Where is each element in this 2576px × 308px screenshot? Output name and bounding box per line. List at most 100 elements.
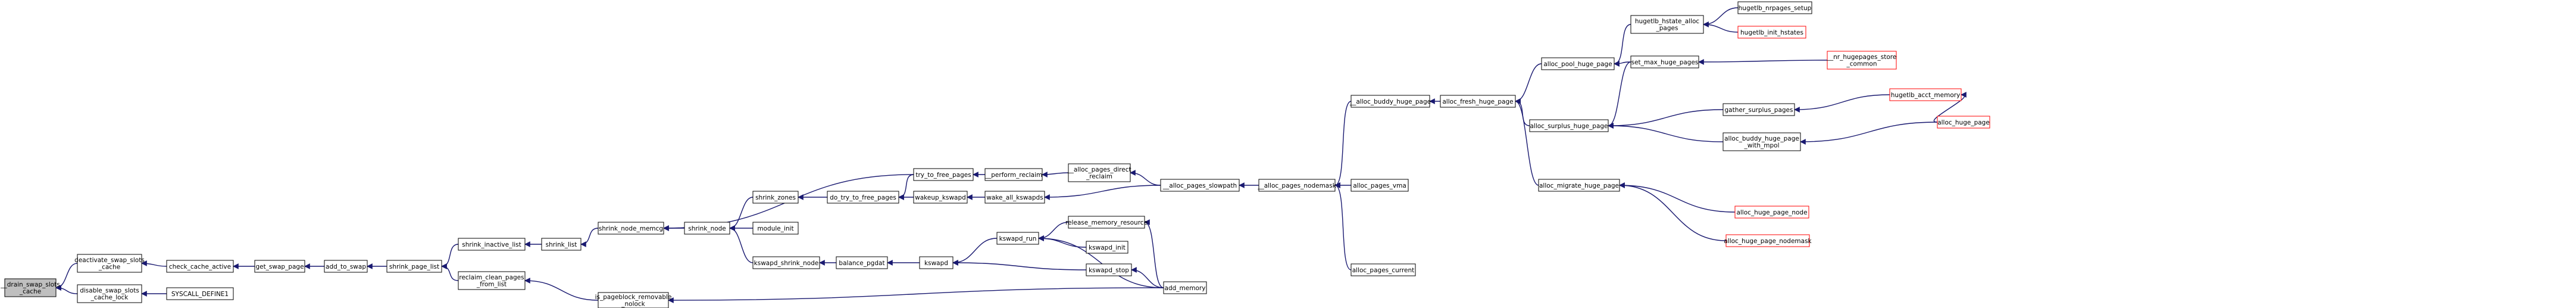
node-alloc_pages_direct_reclaim[interactable]: __alloc_pages_direct_reclaim [1067,163,1131,182]
node-alloc_migrate_huge_page[interactable]: alloc_migrate_huge_page [1538,179,1620,192]
node-get_swap_page[interactable]: get_swap_page [254,260,305,273]
node-alloc_fresh_huge_page[interactable]: alloc_fresh_huge_page [1440,95,1516,108]
node-shrink_node[interactable]: shrink_node [684,222,730,235]
node-alloc_buddy_huge_page_with_mpol[interactable]: alloc_buddy_huge_page_with_mpol [1722,132,1801,151]
node-box [1163,281,1207,294]
node-box [913,191,968,204]
node-box [254,260,305,273]
node-label: _common [1846,61,1877,68]
node-label: reclaim_clean_pages [459,274,524,281]
node-label: shrink_node_memcg [599,225,663,232]
edge-alloc_migrate_huge_page-to-alloc_fresh_huge_page [1515,98,1539,186]
node-drain_swap_slots_cache[interactable]: __drain_swap_slots_cache [0,278,60,297]
node-kswapd_init[interactable]: kswapd_init [1086,241,1128,254]
node-label: disable_swap_slots [80,287,139,294]
node-label: kswapd_shrink_node [754,260,819,267]
node-box [1538,179,1620,192]
node-add_to_swap[interactable]: add_to_swap [324,260,368,273]
node-add_memory[interactable]: add_memory [1163,281,1207,294]
node-hugetlb_nrpages_setup[interactable]: hugetlb_nrpages_setup [1737,1,1812,14]
edge-hugetlb_nrpages_setup-to-hugetlb_hstate_alloc_pages [1703,7,1739,27]
node-check_cache_active[interactable]: check_cache_active [166,260,234,273]
node-label: hugetlb_nrpages_setup [1739,5,1812,12]
node-shrink_list[interactable]: shrink_list [541,238,582,251]
node-balance_pgdat[interactable]: balance_pgdat [836,256,888,269]
node-label: _with_mpol [1743,142,1779,150]
node-alloc_surplus_huge_page[interactable]: alloc_surplus_huge_page [1529,119,1609,132]
node-syscall_define1[interactable]: SYSCALL_DEFINE1 [166,287,234,300]
node-label: shrink_page_list [389,263,439,270]
node-shrink_inactive_list[interactable]: shrink_inactive_list [458,238,526,251]
node-label: hugetlb_hstate_alloc [1635,18,1700,25]
node-kswapd_stop[interactable]: kswapd_stop [1086,263,1132,276]
node-alloc_buddy_huge_page[interactable]: __alloc_buddy_huge_page [1349,95,1431,108]
node-deactivate_swap_slots_cache[interactable]: deactivate_swap_slots_cache [74,254,145,273]
node-do_try_to_free_pages[interactable]: do_try_to_free_pages [827,191,899,204]
node-alloc_pages_vma[interactable]: alloc_pages_vma [1350,179,1409,192]
node-shrink_zones[interactable]: shrink_zones [752,191,799,204]
node-is_pageblock_removable_nolock[interactable]: is_pageblock_removable_nolock [595,292,672,308]
node-alloc_pages_nodemask[interactable]: __alloc_pages_nodemask [1257,179,1337,192]
node-label: _cache [98,264,120,271]
node-gather_surplus_pages[interactable]: gather_surplus_pages [1722,103,1795,116]
node-box [836,256,888,269]
node-box [1722,103,1795,116]
node-label: gather_surplus_pages [1725,107,1793,114]
node-hugetlb_acct_memory[interactable]: hugetlb_acct_memory [1889,88,1962,101]
node-box [1086,241,1128,254]
node-box [984,168,1043,181]
node-alloc_huge_page[interactable]: alloc_huge_page [1937,116,1990,129]
node-release_memory_resource[interactable]: release_memory_resource [1065,216,1148,229]
edge-kswapd_init-to-kswapd_run [1038,235,1087,248]
node-nr_hugepages_store_common[interactable]: __nr_hugepages_store_common [1827,51,1897,70]
node-alloc_huge_page_nodemask[interactable]: alloc_huge_page_nodemask [1724,234,1812,247]
node-alloc_pages_current[interactable]: alloc_pages_current [1350,263,1416,276]
node-alloc_pages_slowpath[interactable]: __alloc_pages_slowpath [1160,179,1240,192]
node-shrink_node_memcg[interactable]: shrink_node_memcg [598,222,664,235]
edge-layer [55,7,1967,303]
edge-alloc_huge_page_node-to-alloc_migrate_huge_page [1619,182,1736,213]
node-label: is_pageblock_removable [595,294,672,301]
edge-gather_surplus_pages-to-alloc_surplus_huge_page [1608,109,1724,129]
node-label: alloc_huge_page_node [1736,209,1807,216]
node-box [1722,132,1801,151]
node-box [1725,234,1810,247]
node-shrink_page_list[interactable]: shrink_page_list [386,260,442,273]
node-label: _from_list [476,281,507,288]
node-perform_reclaim[interactable]: __perform_reclaim [984,168,1043,181]
node-hugetlb_hstate_alloc_pages[interactable]: hugetlb_hstate_alloc_pages [1630,15,1704,34]
node-disable_swap_slots_cache_lock[interactable]: disable_swap_slots_cache_lock [77,284,142,303]
edge-kswapd_shrink_node-to-shrink_node [729,225,754,263]
node-box [1350,95,1430,108]
node-label: kswapd [924,260,948,267]
node-box [324,260,368,273]
node-label: kswapd_run [999,235,1037,242]
edge-shrink_inactive_list-to-shrink_page_list [441,244,459,269]
node-alloc_pool_huge_page[interactable]: alloc_pool_huge_page [1541,57,1615,70]
node-hugetlb_init_hstates[interactable]: hugetlb_init_hstates [1737,26,1806,39]
node-reclaim_clean_pages_from_list[interactable]: reclaim_clean_pages_from_list [458,271,526,290]
node-set_max_huge_pages[interactable]: set_max_huge_pages [1630,55,1699,69]
edge-try_to_free_pages-to-do_try_to_free_pages [898,174,914,200]
node-label: alloc_pages_current [1352,267,1415,274]
node-box [1529,119,1609,132]
node-label: alloc_huge_page_nodemask [1724,238,1812,245]
edge-alloc_huge_page-to-alloc_buddy_huge_page_with_mpol [1800,122,1938,145]
node-kswapd[interactable]: kswapd [919,256,954,269]
node-box [1541,57,1615,70]
node-wakeup_kswapd[interactable]: wakeup_kswapd [913,191,968,204]
node-box [1630,55,1699,69]
node-alloc_huge_page_node[interactable]: alloc_huge_page_node [1734,206,1809,219]
node-wake_all_kswapds[interactable]: wake_all_kswapds [984,191,1045,204]
node-layer: __drain_swap_slots_cache deactivate_swap_… [0,1,1990,308]
node-label: module_init [757,225,793,232]
node-try_to_free_pages[interactable]: try_to_free_pages [913,168,974,181]
node-label: shrink_inactive_list [462,241,521,248]
node-label: __alloc_pages_direct [1067,166,1131,173]
node-label: hugetlb_acct_memory [1891,92,1961,99]
node-kswapd_run[interactable]: kswapd_run [996,232,1039,245]
node-kswapd_shrink_node[interactable]: kswapd_shrink_node [752,256,820,269]
node-module_init[interactable]: module_init [752,222,799,235]
edge-alloc_pages_current-to-alloc_pages_nodemask [1334,182,1352,270]
